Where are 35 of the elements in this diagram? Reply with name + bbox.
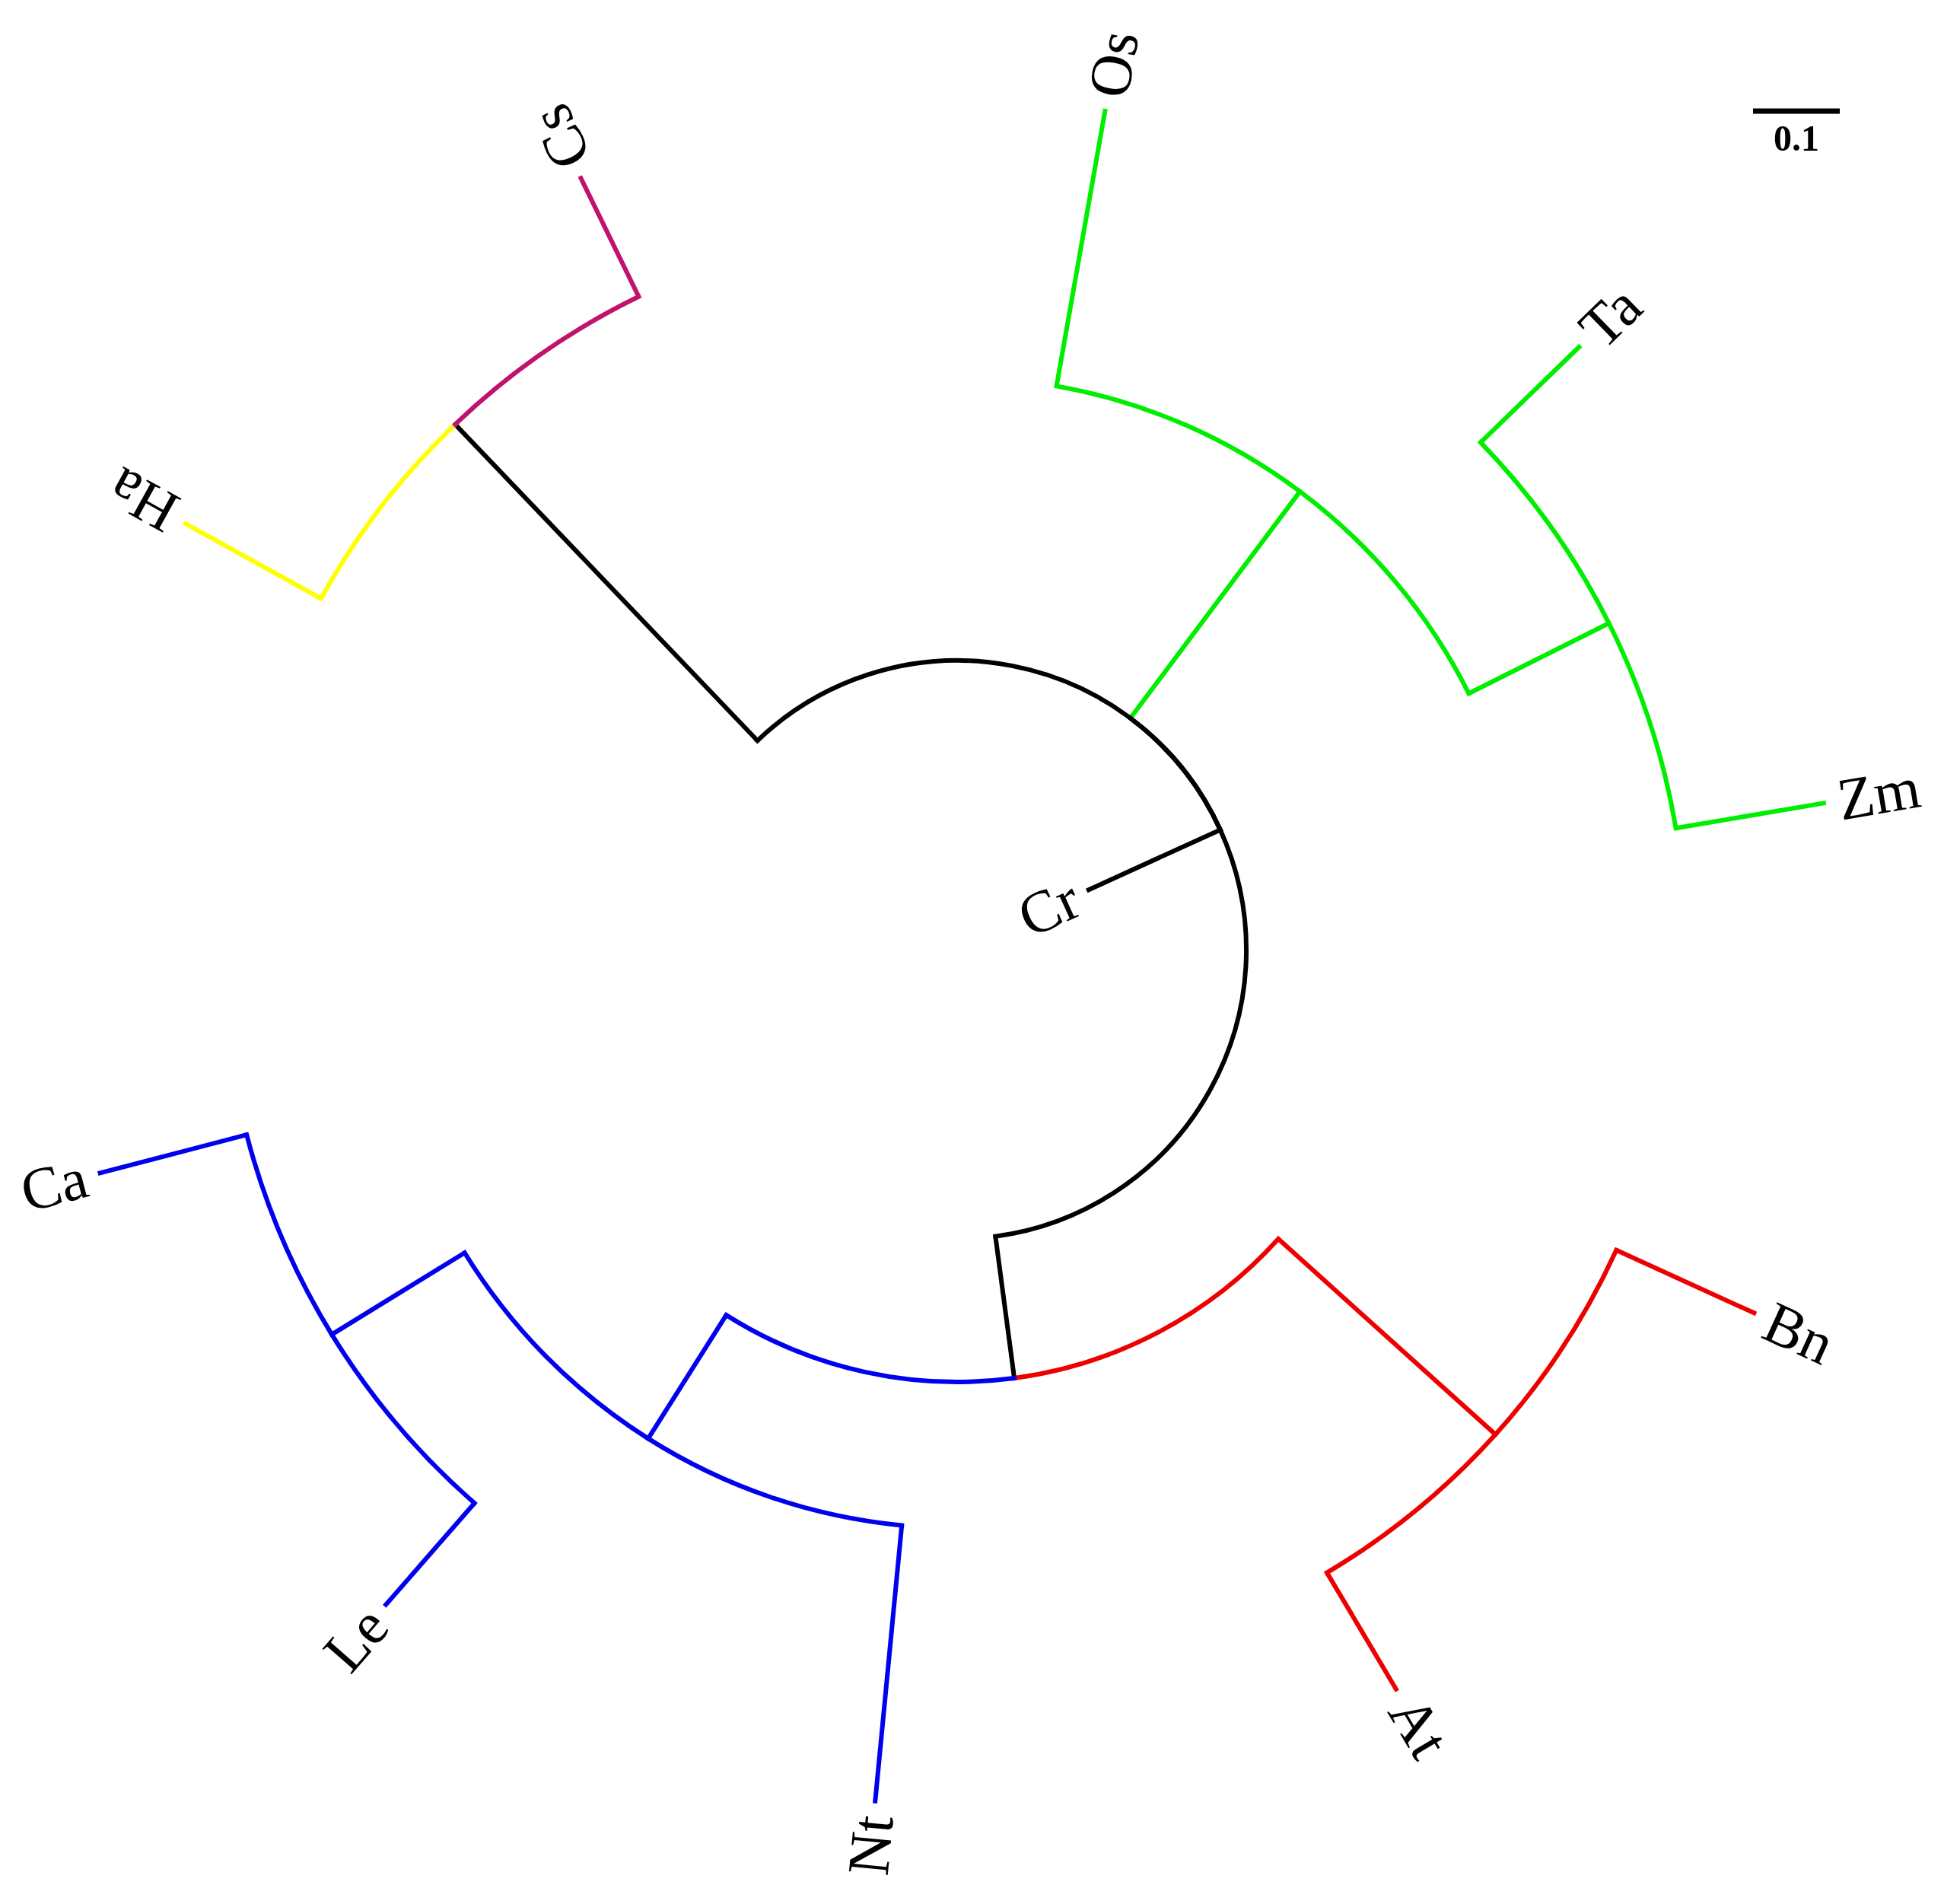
taxon-label: Cr [1009,868,1088,947]
taxon-label: Ta [1568,275,1653,358]
branch-arc [755,658,1249,1239]
branch-line [1615,1248,1758,1317]
branch-line [1468,621,1610,696]
branch-line [1054,108,1108,387]
branch-arc [1325,1247,1619,1575]
taxon-label: At [1378,1686,1459,1768]
branch-arc [1054,384,1472,696]
branch-arc [462,1250,905,1528]
branch-line [646,1313,729,1440]
branch-arc [1478,440,1678,831]
taxon-label: Ha [98,457,188,543]
branch-line [1277,1237,1497,1437]
taxon-label: Nt [838,1813,904,1878]
taxon-label: Os [1078,27,1149,103]
branch-arc [318,294,641,601]
taxon-label: Le [313,1596,399,1683]
branch-line [1128,490,1302,720]
branch-line [453,422,759,743]
branch-line [1478,343,1583,444]
branch-line [383,1501,476,1608]
branch-line [577,175,641,298]
branch-line [1325,1571,1399,1692]
branch-arc [244,1132,477,1506]
branch-line [873,1525,905,1804]
branch-line [183,521,323,601]
branch-line [1675,800,1827,831]
taxon-label: Zm [1833,757,1924,830]
taxon-label: Ca [14,1148,94,1222]
scale-label: 0.1 [1774,120,1819,157]
taxon-label: Cs [520,95,602,179]
branch-arc [724,1237,1281,1384]
branch-line [97,1132,247,1176]
taxon-label: Bn [1755,1291,1843,1375]
